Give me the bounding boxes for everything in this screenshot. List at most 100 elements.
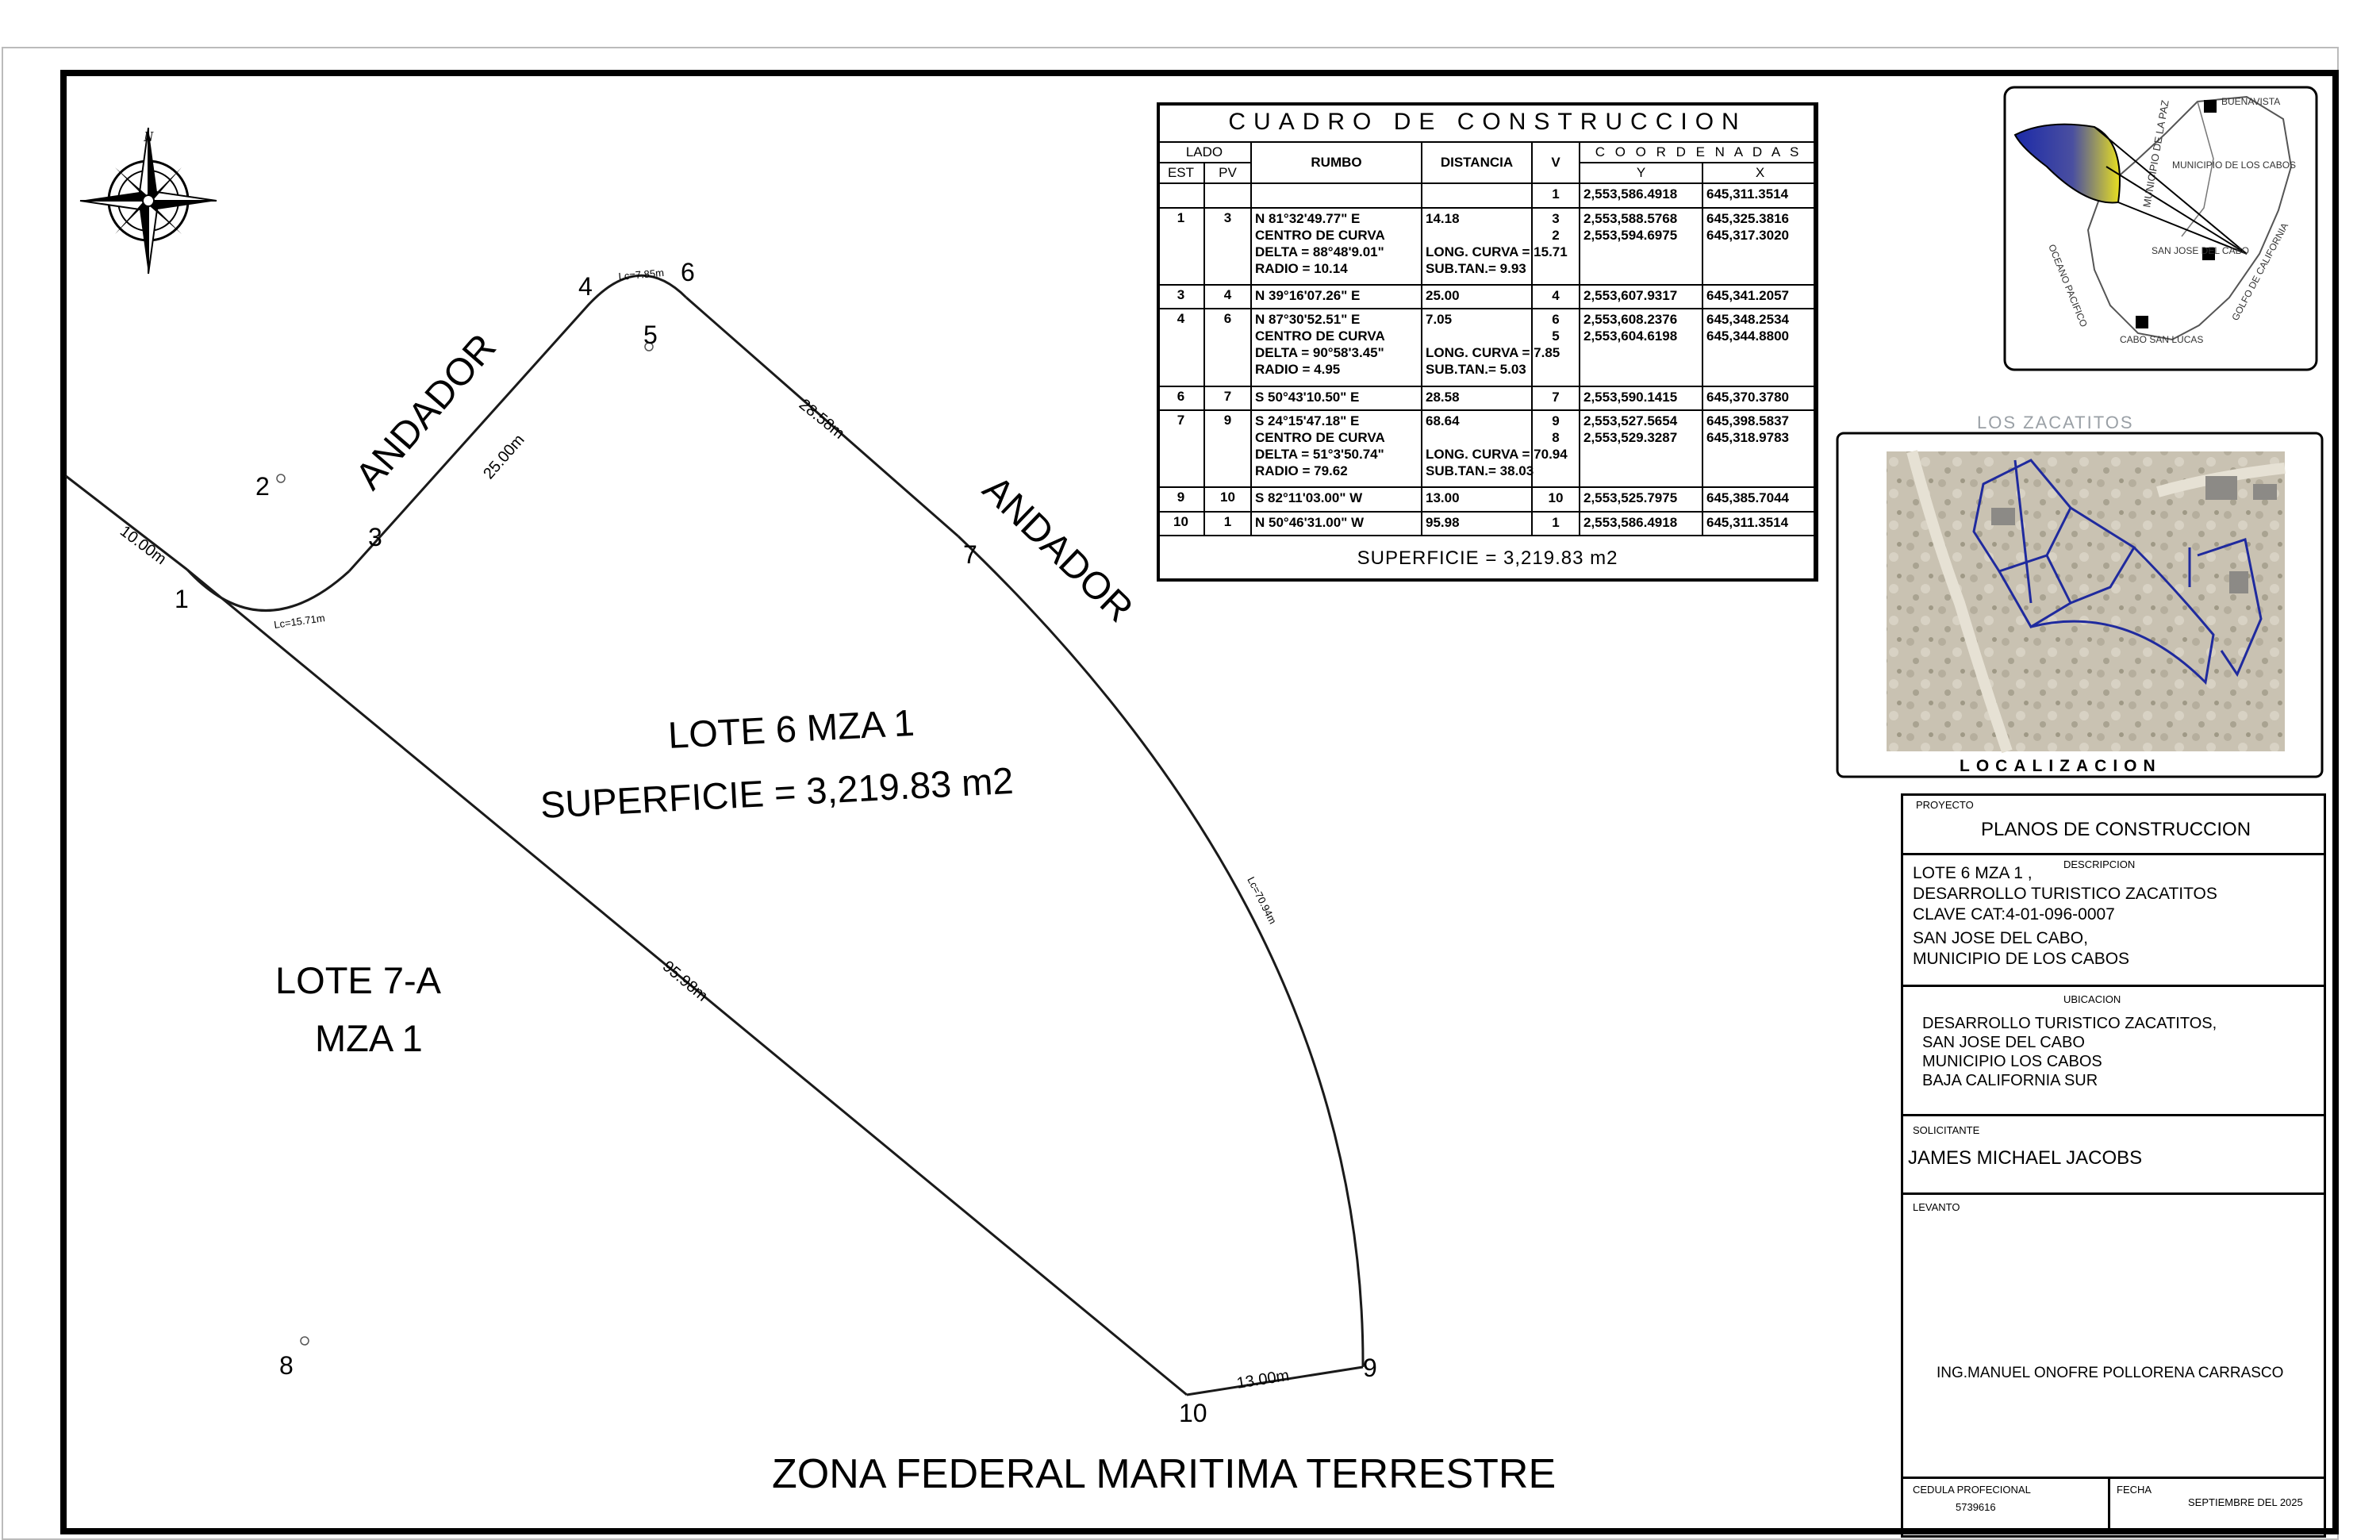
cell-est: 1 — [1157, 206, 1205, 286]
dim-9598m: 95.98m — [659, 958, 711, 1005]
dim-lc-7094: Lc=70.94m — [1245, 875, 1279, 926]
cell-line — [1706, 244, 1814, 260]
cell-x: 645,311.3514 — [1701, 510, 1819, 537]
cell-est: 3 — [1157, 284, 1205, 310]
point-10: 10 — [1179, 1399, 1207, 1427]
cell-line: N 87°30'52.51" E — [1255, 312, 1361, 328]
cell-est: 4 — [1157, 308, 1205, 387]
dim-25m: 25.00m — [480, 431, 528, 482]
cell-pv: 3 — [1203, 206, 1252, 286]
proyecto-section: PROYECTO PLANOS DE CONSTRUCCION — [1903, 796, 2324, 855]
cell-x: 645,311.3514 — [1701, 182, 1819, 209]
point-7: 7 — [963, 540, 977, 569]
cell-pv — [1203, 182, 1252, 209]
table-title: CUADRO DE CONSTRUCCION — [1156, 102, 1819, 143]
map-label-buenavista: BUENAVISTA — [2221, 96, 2280, 107]
cell-line — [1255, 186, 1418, 202]
aerial-caption: LOCALIZACION — [1960, 757, 2162, 775]
cell-line: 645,318.9783 — [1706, 430, 1789, 446]
cell-rumbo — [1250, 182, 1422, 209]
cell-line: 2,553,525.7975 — [1583, 490, 1678, 506]
header-pv: PV — [1203, 161, 1252, 185]
cell-y: 2,553,590.1415 — [1579, 385, 1703, 412]
cell-rumbo: N 39°16'07.26" E — [1250, 284, 1422, 310]
cell-line: 645,341.2057 — [1706, 288, 1789, 304]
cell-line — [1706, 361, 1814, 378]
cell-line: 645,398.5837 — [1706, 413, 1789, 429]
solicitante-label: SOLICITANTE — [1913, 1124, 1980, 1136]
cell-line: 2,553,527.5654 — [1583, 413, 1678, 429]
dimension-labels: 10.00m Lc=15.71m 25.00m Lc=7.85m 28.58m … — [117, 267, 1291, 1392]
cell-est: 9 — [1157, 486, 1205, 513]
cell-pv: 7 — [1203, 385, 1252, 412]
cell-line: 645,385.7044 — [1706, 490, 1789, 506]
cell-line: 2,553,608.2376 — [1583, 312, 1678, 328]
cell-line: RADIO = 79.62 — [1255, 463, 1348, 479]
cell-line — [1706, 463, 1814, 479]
cell-line — [1706, 446, 1814, 463]
cell-rumbo: S 50°43'10.50" E — [1250, 385, 1422, 412]
cell-line — [1426, 328, 1528, 344]
point-8: 8 — [279, 1351, 294, 1380]
cell-pv: 10 — [1203, 486, 1252, 513]
cell-line: 95.98 — [1426, 514, 1460, 530]
cedula-value: 5739616 — [1956, 1501, 1996, 1513]
map-label-cabo-san-lucas: CABO SAN LUCAS — [2120, 334, 2203, 345]
ubicacion-value: DESARROLLO TURISTICO ZACATITOS, SAN JOSE… — [1922, 1015, 2217, 1089]
cell-line: 7 — [1552, 389, 1560, 405]
cell-est: 10 — [1157, 510, 1205, 537]
cell-line: 645,325.3816 — [1706, 210, 1789, 226]
ubicacion-label: UBICACION — [2063, 993, 2121, 1005]
cell-pv: 4 — [1203, 284, 1252, 310]
drawing-frame — [60, 70, 2339, 1534]
cell-v: 1 — [1531, 510, 1580, 537]
lot-label: LOTE 6 MZA 1 — [667, 701, 916, 756]
cell-line: S 82°11'03.00" W — [1255, 490, 1363, 506]
map-label-san-jose: SAN JOSE DEL CABO — [2152, 245, 2249, 256]
cell-dist: 13.00 — [1421, 486, 1533, 513]
cell-line: 645,344.8800 — [1706, 328, 1789, 344]
aerial-houses — [1991, 476, 2277, 593]
dim-13m: 13.00m — [1235, 1367, 1290, 1392]
header-est: EST — [1157, 161, 1205, 185]
location-map — [2013, 95, 2293, 341]
federal-zone-label: ZONA FEDERAL MARITIMA TERRESTRE — [772, 1451, 1556, 1497]
cell-line: CENTRO DE CURVA — [1255, 328, 1385, 344]
cell-line: RADIO = 4.95 — [1255, 362, 1341, 378]
cell-line — [1583, 344, 1699, 361]
aerial-photo — [1887, 451, 2285, 751]
cell-line: 10 — [1548, 490, 1564, 506]
cell-line: 9 — [1552, 413, 1560, 429]
cell-y: 2,553,525.7975 — [1579, 486, 1703, 513]
cell-line — [1706, 344, 1814, 361]
header-y: Y — [1579, 161, 1703, 185]
cell-line: 2,553,607.9317 — [1583, 288, 1678, 304]
lot-area-label: SUPERFICIE = 3,219.83 m2 — [539, 759, 1015, 826]
point-labels: 1 2 3 4 5 6 7 8 9 10 — [175, 258, 1377, 1427]
cell-x: 645,385.7044 — [1701, 486, 1819, 513]
dim-10m: 10.00m — [117, 522, 170, 568]
point-markers — [276, 342, 654, 1346]
proyecto-value: PLANOS DE CONSTRUCCION — [1981, 819, 2251, 840]
cell-line — [1536, 463, 1576, 479]
aerial-parcels — [1972, 459, 2263, 686]
cell-line: 4 — [1552, 288, 1560, 304]
cell-line: 645,317.3020 — [1706, 227, 1789, 243]
cell-line: 2,553,590.1415 — [1583, 389, 1678, 405]
cell-line: S 50°43'10.50" E — [1255, 389, 1360, 405]
cell-line: 2,553,529.3287 — [1583, 430, 1678, 446]
header-distancia: DISTANCIA — [1421, 140, 1533, 185]
